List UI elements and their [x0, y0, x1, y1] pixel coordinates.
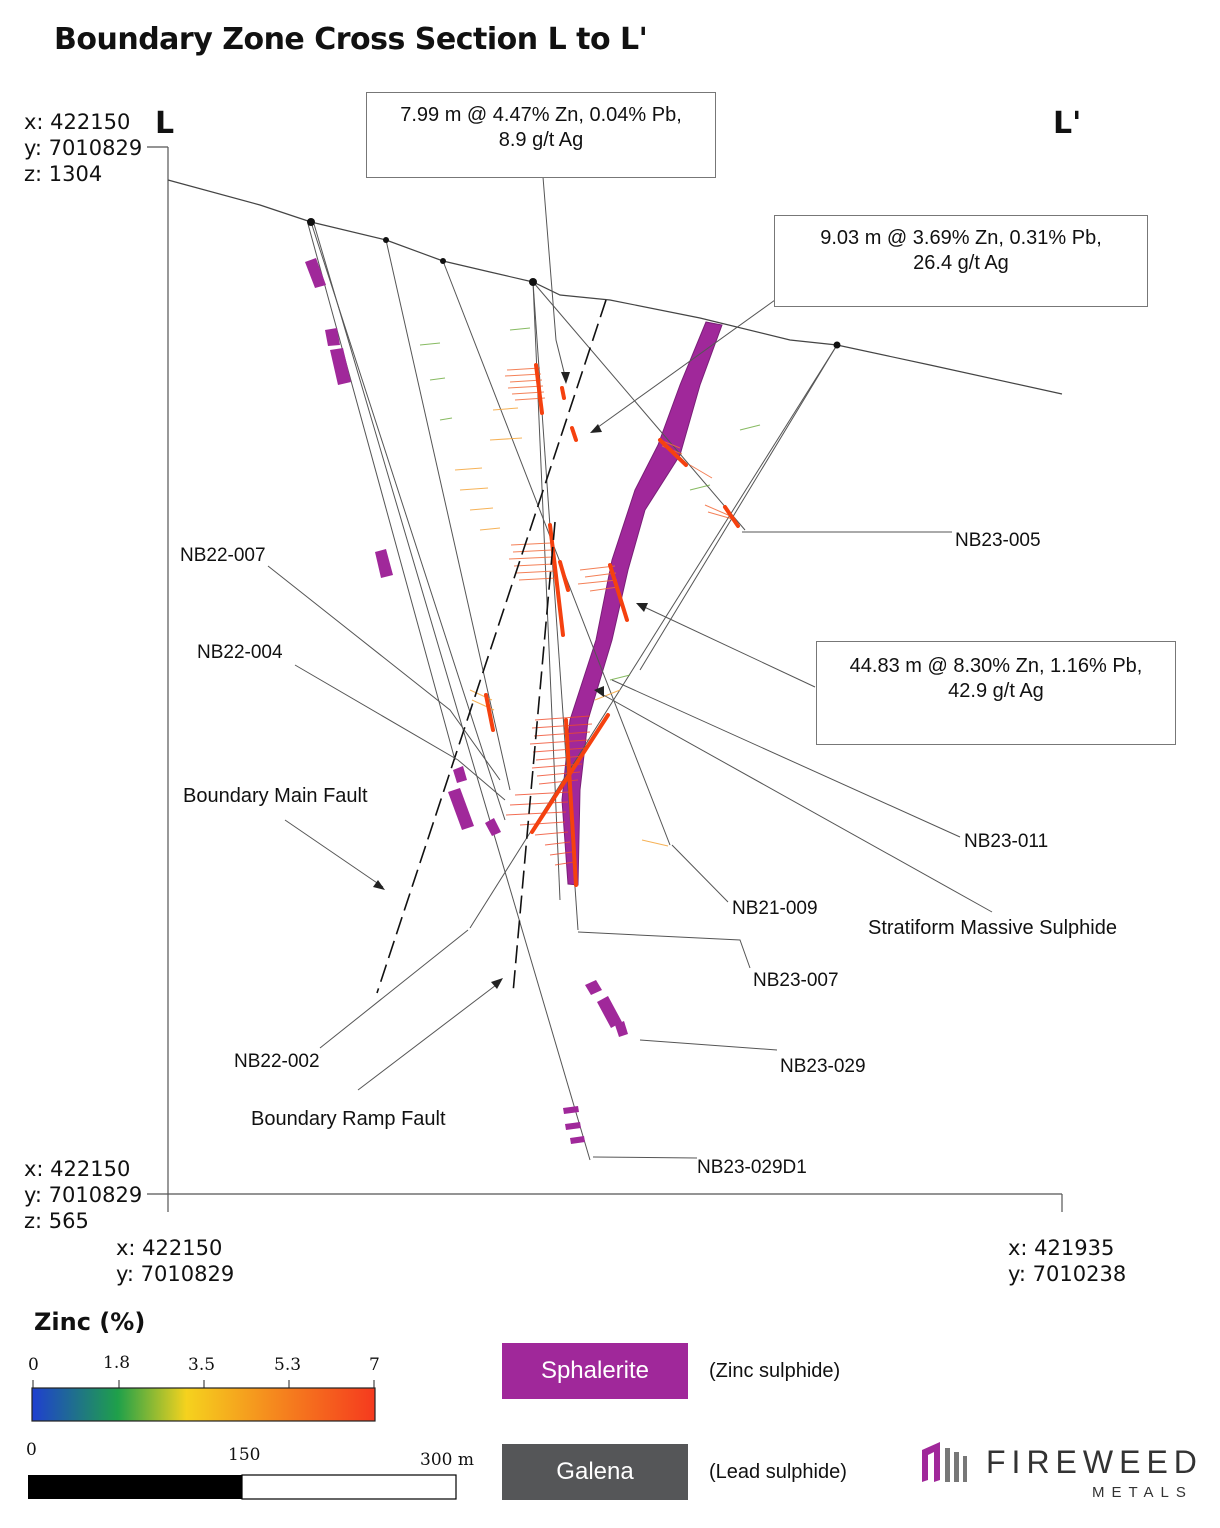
- sphalerite-desc: (Zinc sulphide): [709, 1360, 841, 1382]
- drillhole-label: NB21-009: [732, 898, 818, 919]
- zinc-tick: 7: [369, 1355, 380, 1375]
- drillhole-label: NB23-029: [780, 1056, 866, 1077]
- coord-y: y: 7010829: [116, 1262, 235, 1286]
- fireweed-logo-icon: [922, 1442, 967, 1482]
- drillhole-label: NB22-002: [234, 1051, 320, 1072]
- sphalerite-intervals: [305, 258, 628, 1144]
- zinc-legend-title: Zinc (%): [34, 1308, 146, 1336]
- coord-y: y: 7010829: [24, 1183, 143, 1207]
- coord-z: z: 565: [24, 1209, 89, 1233]
- callout-line: 9.03 m @ 3.69% Zn, 0.31% Pb,: [820, 227, 1102, 249]
- zinc-tick: 5.3: [274, 1355, 302, 1375]
- coord-y: y: 7010238: [1008, 1262, 1127, 1286]
- drillhole-label: NB23-007: [753, 970, 839, 991]
- drillhole-traces: [307, 221, 838, 1161]
- drillhole-label: NB22-004: [197, 642, 283, 663]
- coord-x: x: 421935: [1008, 1236, 1115, 1260]
- intercept-callout: 7.99 m @ 4.47% Zn, 0.04% Pb, 8.9 g/t Ag: [366, 92, 716, 178]
- callout-line: 42.9 g/t Ag: [948, 680, 1044, 702]
- zinc-tick: 0: [28, 1355, 39, 1375]
- feature-label: Boundary Ramp Fault: [251, 1108, 446, 1130]
- scale-tick: 300 m: [420, 1450, 474, 1470]
- section-frame: [147, 146, 1063, 1212]
- coord-x: x: 422150: [116, 1236, 223, 1260]
- scale-tick: 0: [26, 1440, 37, 1460]
- intercept-callout: 44.83 m @ 8.30% Zn, 1.16% Pb, 42.9 g/t A…: [816, 641, 1176, 745]
- feature-label: Stratiform Massive Sulphide: [868, 917, 1117, 939]
- callout-line: 44.83 m @ 8.30% Zn, 1.16% Pb,: [849, 655, 1143, 677]
- zinc-tick: 3.5: [188, 1355, 216, 1375]
- feature-label: Boundary Main Fault: [183, 785, 368, 807]
- drillhole-label: NB23-029D1: [697, 1157, 807, 1178]
- sphalerite-swatch: Sphalerite: [502, 1343, 688, 1399]
- coord-x: x: 422150: [24, 110, 131, 134]
- topography-line: [167, 179, 1063, 395]
- coord-z: z: 1304: [24, 162, 103, 186]
- page-title: Boundary Zone Cross Section L to L': [54, 22, 648, 57]
- callout-line: 26.4 g/t Ag: [913, 252, 1009, 274]
- leader-lines: [267, 176, 993, 1159]
- callout-line: 8.9 g/t Ag: [498, 129, 584, 151]
- bottom-axis-left-coords: x: 422150 y: 7010829: [116, 1235, 234, 1287]
- scale-tick: 150: [228, 1445, 261, 1465]
- drillhole-label: NB23-005: [955, 530, 1041, 551]
- galena-swatch: Galena: [502, 1444, 688, 1500]
- callout-line: 7.99 m @ 4.47% Zn, 0.04% Pb,: [400, 104, 682, 126]
- drillhole-label: NB22-007: [180, 545, 266, 566]
- drillhole-label: NB23-011: [964, 831, 1049, 852]
- bottom-left-coords: x: 422150 y: 7010829 z: 565: [24, 1156, 142, 1234]
- drill-collars: [307, 218, 841, 349]
- intercept-segments: [484, 363, 740, 887]
- coord-y: y: 7010829: [24, 136, 143, 160]
- logo-wordmark: FIREWEED: [986, 1444, 1203, 1480]
- section-end-label: L': [1053, 106, 1082, 141]
- coord-x: x: 422150: [24, 1157, 131, 1181]
- section-start-label: L: [155, 106, 175, 141]
- intercept-callout: 9.03 m @ 3.69% Zn, 0.31% Pb, 26.4 g/t Ag: [774, 215, 1148, 307]
- logo-subtitle: METALS: [1092, 1484, 1193, 1501]
- zinc-assay-bars: [419, 327, 761, 866]
- faults: [376, 299, 607, 994]
- bottom-axis-right-coords: x: 421935 y: 7010238: [1008, 1235, 1126, 1287]
- zinc-tick: 1.8: [103, 1353, 131, 1373]
- galena-desc: (Lead sulphide): [709, 1461, 847, 1483]
- leader-arrowheads: [373, 372, 648, 989]
- zinc-color-ramp: [31, 1380, 376, 1422]
- scale-bar: [28, 1474, 457, 1500]
- top-left-coords: x: 422150 y: 7010829 z: 1304: [24, 109, 142, 187]
